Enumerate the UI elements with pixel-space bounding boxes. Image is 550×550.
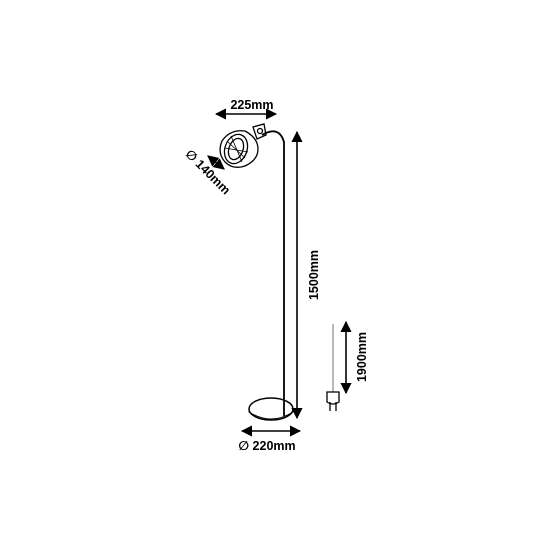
power-cable (326, 324, 340, 411)
lamp-shade (219, 123, 267, 168)
shade-diameter-dimension-line (207, 155, 225, 170)
shade-diameter-label: ∅ 140mm (183, 147, 233, 197)
base-diameter-label: ∅ 220mm (238, 439, 295, 453)
lamp-pole (261, 130, 285, 416)
lamp-base (248, 397, 294, 421)
plug-icon (326, 391, 340, 405)
cable-length-label: 1900mm (355, 332, 369, 382)
top-width-label: 225mm (230, 98, 273, 112)
height-label: 1500mm (307, 250, 321, 300)
